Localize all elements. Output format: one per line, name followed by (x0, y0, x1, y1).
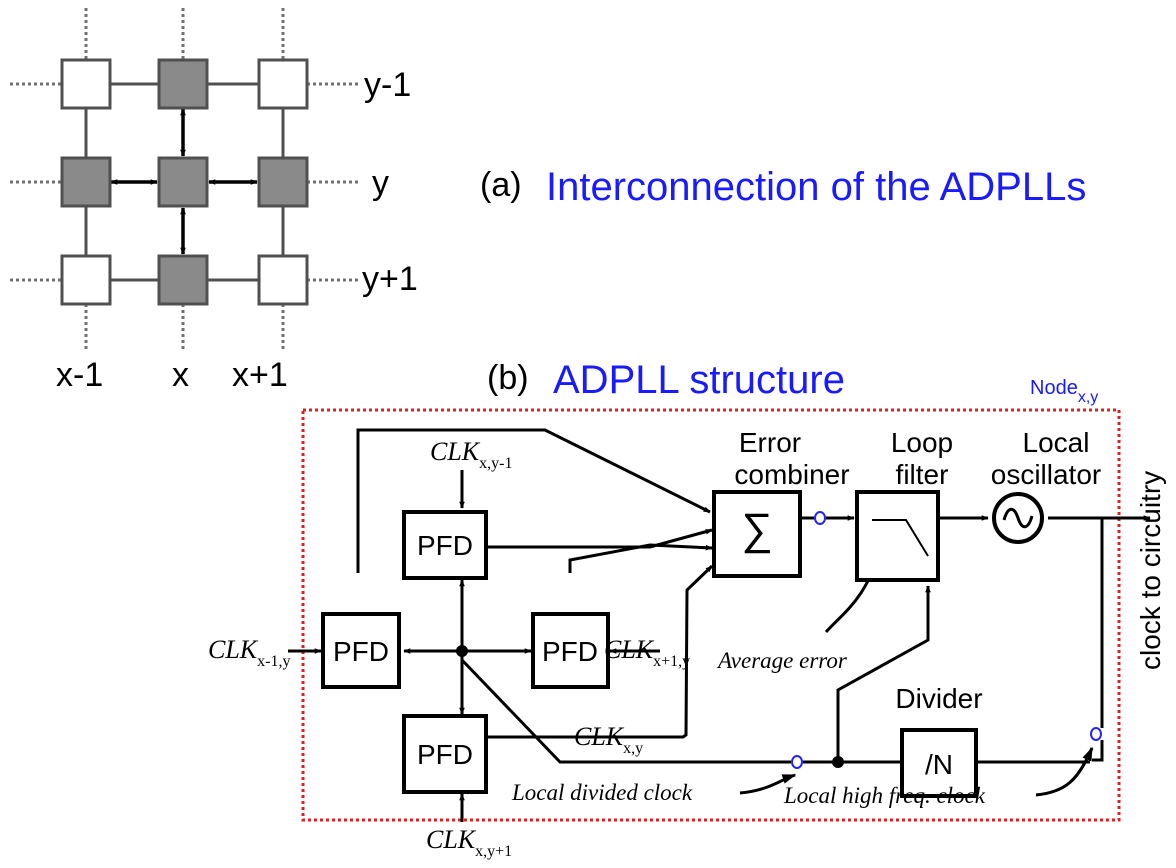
pfd-blocks (321, 510, 610, 794)
row-label-y-1: y-1 (364, 66, 411, 104)
divider-title: Divider (895, 683, 982, 714)
probe-divided-clock (791, 755, 803, 769)
junction-center (456, 645, 468, 657)
pfd-right (531, 612, 610, 689)
local-high-freq-clock-label: Local high freq. clock (783, 783, 986, 808)
node-label: Nodex,y (1030, 377, 1098, 406)
clk-right-label: CLKx+1,y (604, 635, 690, 670)
sine-wave-icon (1002, 507, 1034, 529)
caption-a-prefix: (a) (480, 166, 522, 204)
output-label: clock to circuitry (1135, 471, 1166, 670)
node-x-1-y-1 (60, 58, 112, 110)
probe-markers (791, 511, 1102, 769)
pfd-left (321, 612, 401, 689)
node-x-y (157, 156, 209, 208)
grid-center-arrows (110, 108, 258, 255)
wire-output-down-b (1092, 740, 1104, 762)
col-label-x: x (172, 356, 189, 394)
probe-high-freq-clock (1090, 727, 1102, 741)
node-x-1-y (60, 156, 112, 208)
grid-links (84, 82, 285, 282)
wire-right-pfd-to-combiner (568, 543, 713, 573)
lowpass-response-icon (872, 519, 929, 557)
wire-clkxy-back (460, 658, 791, 764)
pfd-top-label: PFD (417, 530, 473, 561)
adpll-grid: y-1 y y+1 x-1 x x+1 (10, 8, 418, 394)
clk-labels: CLKx,y-1 CLKx+1,y CLKx-1,y CLKx,y+1 CLKx… (208, 437, 690, 860)
oscillator-title-1: Local (1023, 427, 1090, 458)
node-x-y+1 (157, 254, 209, 306)
caption-b-title: ADPLL structure (553, 358, 845, 402)
sum-symbol: ∑ (741, 505, 772, 554)
annotation-arrow-high-freq (1035, 746, 1094, 797)
grid-dotted-stubs (10, 8, 358, 350)
wire-top-pfd-to-combiner (486, 528, 713, 549)
row-label-y: y (372, 164, 389, 202)
pfd-bottom (402, 714, 488, 794)
clk-top-label: CLKx,y-1 (430, 437, 512, 472)
wire-left-pfd-to-combiner (356, 428, 711, 573)
divider-label: /N (925, 749, 953, 780)
loop-filter-block (855, 490, 940, 582)
clk-bottom-label: CLKx,y+1 (426, 825, 512, 860)
pfd-bottom-label: PFD (417, 739, 473, 770)
row-label-y+1: y+1 (362, 260, 418, 298)
col-label-x-1: x-1 (56, 356, 103, 394)
caption-a-title: Interconnection of the ADPLLs (546, 165, 1086, 209)
probe-average-error (814, 511, 826, 525)
loop-filter-title-2: filter (896, 459, 949, 490)
node-x-y-1 (157, 58, 209, 110)
clk-left-label: CLKx-1,y (208, 635, 290, 670)
node-x-1-y+1 (60, 254, 112, 306)
caption-b-prefix: (b) (487, 359, 529, 397)
divider-block (900, 728, 978, 798)
wire-bottom-pfd-to-combiner (486, 564, 714, 739)
clk-center-label: CLKx,y (574, 722, 643, 757)
average-error-label: Average error (716, 648, 848, 673)
annotation-arrow-divided-clock (739, 773, 797, 795)
col-label-x+1: x+1 (232, 356, 288, 394)
error-combiner-title-2: combiner (734, 459, 849, 490)
captions: (a) Interconnection of the ADPLLs (b) AD… (480, 165, 1086, 402)
node-boundary (301, 408, 1121, 822)
pfd-top (402, 510, 488, 580)
junction-divider (832, 756, 844, 768)
pfd-right-label: PFD (542, 636, 598, 667)
loop-filter-title-1: Loop (891, 427, 953, 458)
node-x+1-y-1 (257, 58, 309, 110)
pfd-left-label: PFD (333, 636, 389, 667)
node-x+1-y+1 (257, 254, 309, 306)
grid-nodes (60, 58, 309, 306)
wire-junction-to-filter (836, 585, 931, 762)
oscillator-title-2: oscillator (991, 459, 1101, 490)
local-divided-clock-label: Local divided clock (511, 780, 693, 805)
error-combiner-title-1: Error (739, 427, 801, 458)
wires (288, 428, 1151, 822)
error-combiner-block (712, 490, 802, 578)
node-x+1-y (257, 156, 309, 208)
